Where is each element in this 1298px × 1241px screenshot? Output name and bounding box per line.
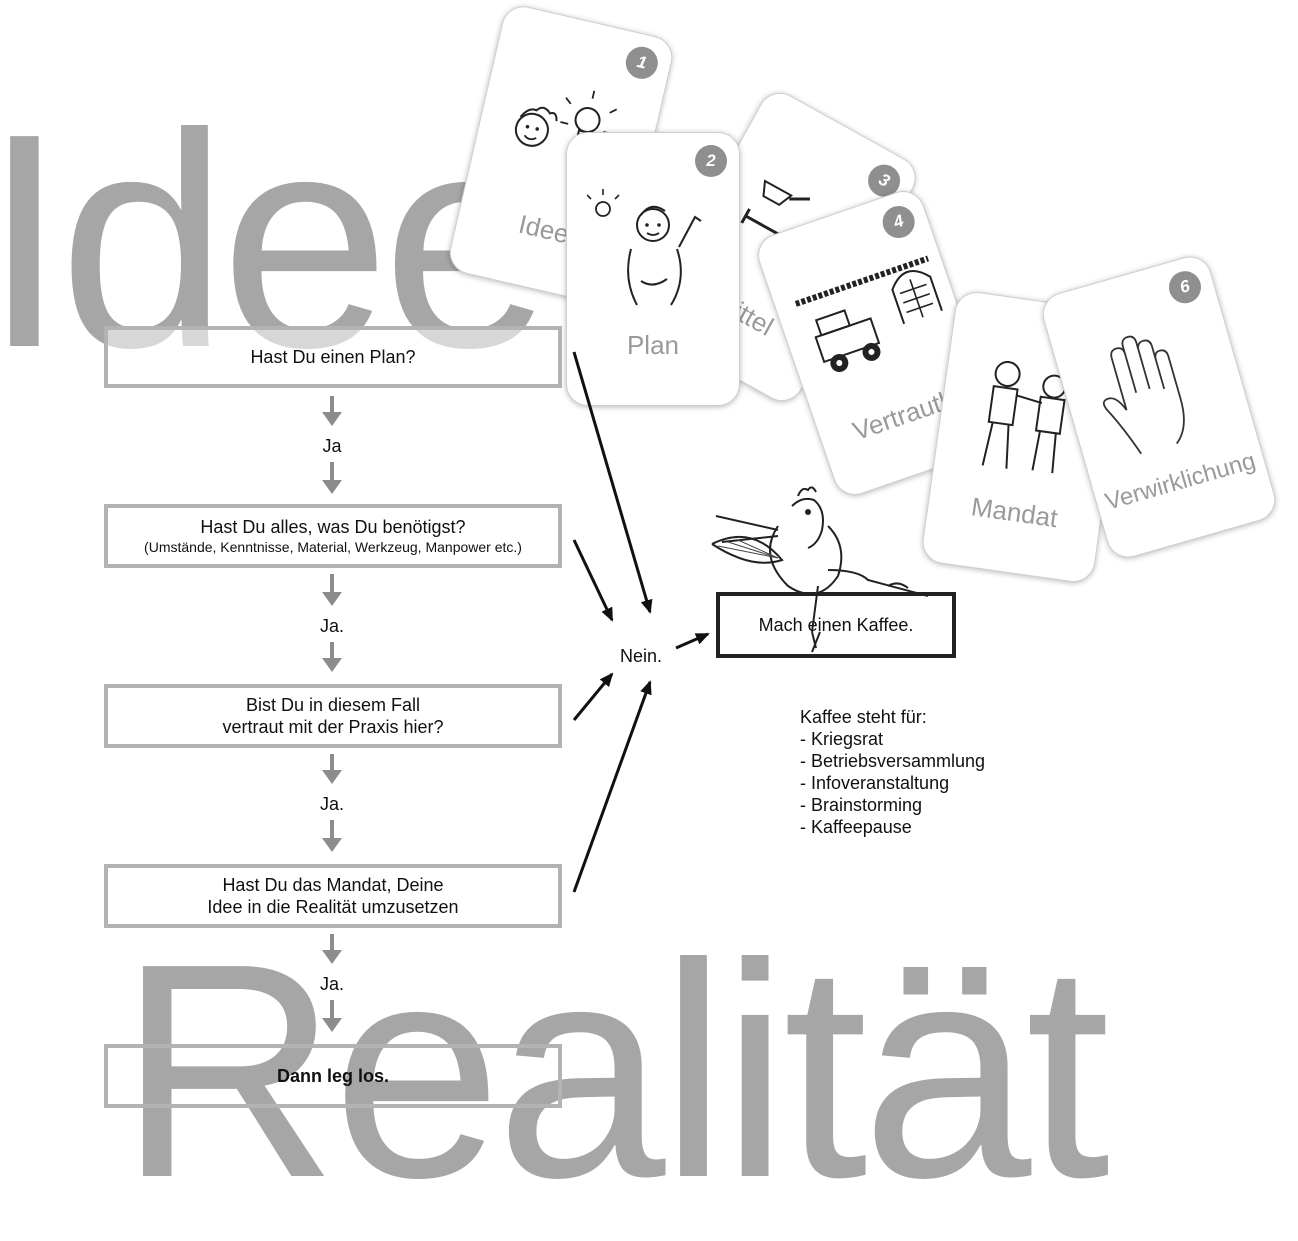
card-idee: 1 Idee <box>445 1 677 309</box>
coffee-box: Mach einen Kaffee. <box>716 592 956 658</box>
card-number-badge: 6 <box>1165 267 1205 307</box>
card-mandat: 5 Mandat <box>919 289 1131 585</box>
truck-house-icon <box>794 255 943 372</box>
lightbulb-idea-icon <box>514 90 618 147</box>
question-mandate-box: Hast Du das Mandat, Deine Idee in die Re… <box>104 864 562 928</box>
yes-label-4: Ja. <box>319 974 344 994</box>
bird-icon <box>711 486 929 653</box>
question-familiar-box: Bist Du in diesem Fall vertraut mit der … <box>104 684 562 748</box>
no-arrow-resources <box>572 539 614 622</box>
card-plan: 2 Plan <box>566 132 740 406</box>
coffee-note-item: - Kriegsrat <box>800 729 884 749</box>
down-arrow-icon <box>322 574 342 606</box>
question-plan-box: Hast Du einen Plan? <box>104 326 562 388</box>
final-action-text: Dann leg los. <box>276 1066 390 1086</box>
coffee-note-item: - Infoveranstaltung <box>800 773 950 793</box>
card-number-badge: 2 <box>695 145 727 177</box>
question-familiar-line1: Bist Du in diesem Fall <box>245 695 421 715</box>
card-vertrauth: 4 Vertrauth <box>752 185 1006 501</box>
no-to-coffee-arrow <box>675 632 710 650</box>
two-people-icon <box>981 360 1067 474</box>
down-arrow-icon <box>322 462 342 494</box>
no-label: Nein. <box>620 646 663 666</box>
question-resources-box: Hast Du alles, was Du benötigst? (Umstän… <box>104 504 562 568</box>
question-resources-subtext: (Umstände, Kenntnisse, Material, Werkzeu… <box>144 539 522 555</box>
question-mandate-line2: Idee in die Realität umzusetzen <box>207 897 459 917</box>
no-arrow-familiar <box>572 672 614 721</box>
card-verwirklichung: 6 Verwirklichung <box>1037 251 1281 563</box>
no-arrow-mandate <box>572 680 652 893</box>
yes-label-1: Ja <box>322 436 342 456</box>
down-arrow-icon <box>322 754 342 784</box>
coffee-note-item: - Brainstorming <box>800 795 923 815</box>
final-action-box: Dann leg los. <box>104 1044 562 1108</box>
down-arrow-icon <box>322 642 342 672</box>
down-arrow-icon <box>322 820 342 852</box>
coffee-note-item: - Betriebsversammlung <box>800 751 986 771</box>
coffee-notes: Kaffee steht für: - Kriegsrat - Betriebs… <box>800 706 985 838</box>
hand-icon <box>1102 335 1185 455</box>
thinking-person-icon <box>587 189 702 306</box>
coffee-text: Mach einen Kaffee. <box>758 614 914 635</box>
card-number-badge: 4 <box>878 201 920 243</box>
yes-label-3: Ja. <box>319 794 344 814</box>
question-mandate-line1: Hast Du das Mandat, Deine <box>222 875 444 895</box>
question-familiar-line2: vertraut mit der Praxis hier? <box>222 717 444 737</box>
question-plan-text: Hast Du einen Plan? <box>250 347 416 367</box>
coffee-notes-title: Kaffee steht für: <box>800 707 927 727</box>
coffee-note-item: - Kaffeepause <box>800 817 912 837</box>
card-title: Plan <box>626 330 680 360</box>
yes-label-2: Ja. <box>319 616 344 636</box>
question-resources-text: Hast Du alles, was Du benötigst? <box>200 517 466 537</box>
card-number-badge: 1 <box>622 43 661 83</box>
